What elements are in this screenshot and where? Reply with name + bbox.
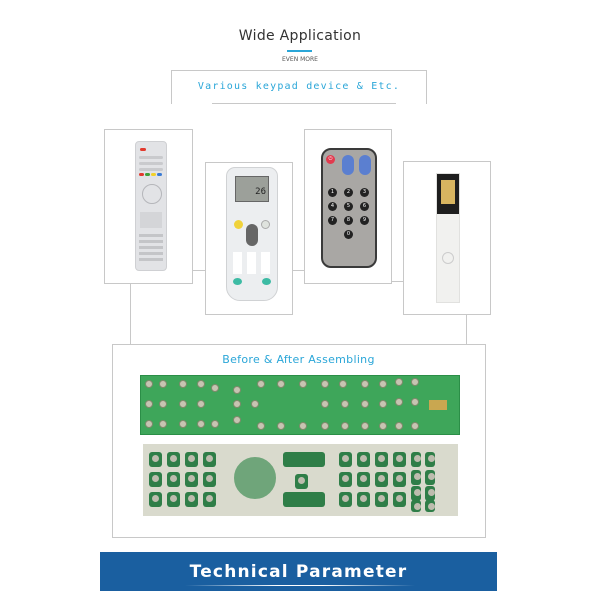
technical-parameter-banner: [100, 552, 497, 591]
power-icon: ⏻: [326, 155, 335, 164]
keypad-on-pcb-image: [143, 444, 458, 516]
assembly-label: Before & After Assembling: [222, 353, 375, 366]
connector-line: [466, 314, 467, 344]
tv-remote-image: [135, 141, 167, 271]
connector-line: [292, 270, 304, 271]
connector-line: [130, 283, 131, 344]
tagline-frame: [171, 70, 427, 104]
connector-line: [391, 281, 403, 282]
title-underline: [287, 50, 312, 52]
connector-line: [192, 270, 205, 271]
pcb-board-image: [140, 375, 460, 435]
section-subtitle: EVEN MORE: [282, 56, 318, 63]
mini-remote-image: ⏻ 1 2 3 4 5 6 7 8 9 0: [321, 148, 377, 268]
section-title: Wide Application: [238, 28, 362, 44]
slim-remote-image: [436, 173, 460, 303]
tagline-text: Various keypad device & Etc.: [197, 81, 401, 92]
lcd-display: 26: [235, 176, 269, 202]
banner-title: Technical Parameter: [189, 562, 408, 582]
ac-remote-image: 26: [226, 167, 278, 301]
banner-underline: [185, 585, 415, 586]
